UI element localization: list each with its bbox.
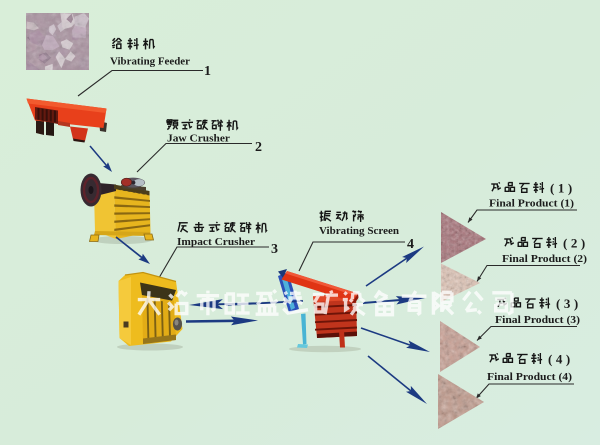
svg-text:Final Product (1): Final Product (1) xyxy=(489,199,575,210)
svg-text:(3): (3) xyxy=(556,296,582,311)
svg-text:(4): (4) xyxy=(548,352,574,367)
svg-text:Final Product (4): Final Product (4) xyxy=(487,372,573,383)
svg-text:Final Product (2): Final Product (2) xyxy=(502,254,588,265)
svg-text:4: 4 xyxy=(407,237,414,252)
svg-text:Final Product (3): Final Product (3) xyxy=(495,315,581,326)
svg-text:(1): (1) xyxy=(550,181,576,196)
svg-text:Vibrating Screen: Vibrating Screen xyxy=(319,226,399,237)
svg-text:1: 1 xyxy=(204,64,211,79)
svg-text:Jaw Crusher: Jaw Crusher xyxy=(167,134,230,145)
svg-text:3: 3 xyxy=(271,242,278,257)
svg-text:Impact Crusher: Impact Crusher xyxy=(177,237,255,248)
svg-text:(2): (2) xyxy=(563,236,589,251)
svg-text:2: 2 xyxy=(255,140,262,155)
svg-text:Vibrating Feeder: Vibrating Feeder xyxy=(110,56,190,68)
